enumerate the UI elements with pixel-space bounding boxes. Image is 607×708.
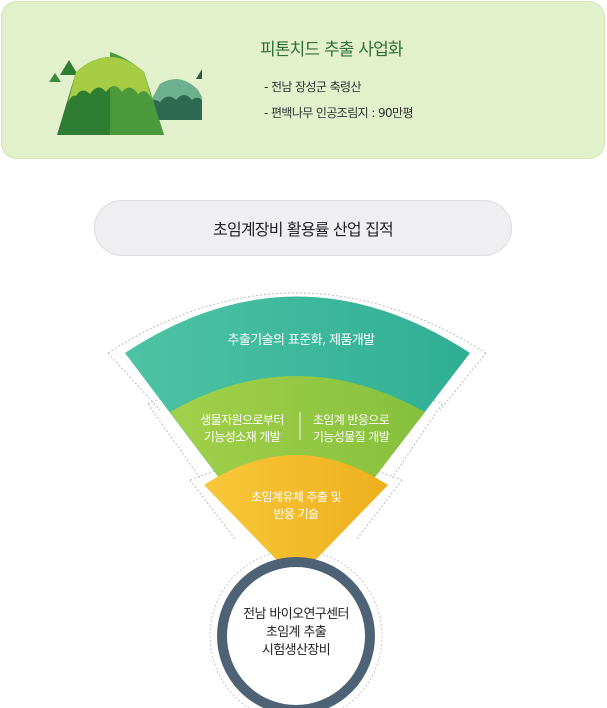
base-circle bbox=[217, 557, 375, 708]
base-circle-label: 전남 바이오연구센터 초임계 추출 시험생산장비 bbox=[243, 607, 349, 658]
small-peak-right bbox=[196, 69, 202, 79]
outer-band-outline bbox=[107, 292, 487, 354]
top-card-line-location: - 전남 장성군 축령산 bbox=[264, 80, 362, 94]
top-card-title: 피톤치드 추출 사업화 bbox=[260, 40, 404, 60]
middle-band-left-label: 생물자원으로부터 기능성소재 개발 bbox=[200, 413, 284, 444]
top-card-line-area: - 편백나무 인공조림지 : 90만평 bbox=[264, 106, 414, 120]
industry-heading-text: 초임계장비 활용률 산업 집적 bbox=[213, 220, 394, 239]
inner-band-label: 초임계유체 추출 및 반응 기술 bbox=[251, 490, 342, 521]
top-card: 피톤치드 추출 사업화 - 전남 장성군 축령산 - 편백나무 인공조림지 : … bbox=[1, 1, 605, 159]
inner-band bbox=[204, 455, 388, 580]
middle-band-right-label: 초임계 반응으로 기능성물질 개발 bbox=[312, 413, 390, 444]
mountain-icon bbox=[49, 52, 202, 135]
outer-band-label: 추출기술의 표준화, 제품개발 bbox=[227, 333, 376, 348]
small-peak-dot bbox=[49, 73, 61, 82]
industry-heading-pill: 초임계장비 활용률 산업 집적 bbox=[94, 200, 512, 256]
small-peak-left bbox=[60, 60, 78, 75]
